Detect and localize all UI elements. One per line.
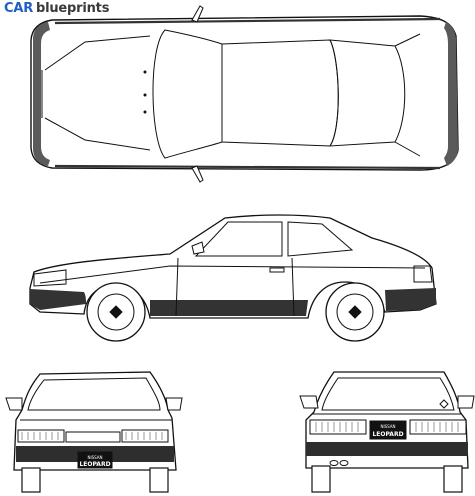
side-view	[29, 214, 437, 342]
rear-tyre-left	[311, 465, 331, 493]
side-lower-band-mid	[150, 300, 308, 316]
side-beltline	[39, 265, 426, 284]
front-grille-hatch	[21, 432, 163, 440]
front-body-outline	[13, 371, 177, 471]
top-hood-dot-3	[143, 110, 147, 114]
front-view: NISSAN LEOPARD	[5, 371, 183, 493]
rear-exhaust-2	[339, 460, 349, 466]
front-plate-line2: LEOPARD	[79, 461, 110, 468]
front-headlight-left	[17, 429, 65, 443]
rear-tyre-right	[443, 465, 463, 493]
side-lower-band	[30, 289, 86, 310]
rear-window	[321, 377, 455, 411]
front-mirror-left	[5, 397, 23, 411]
rear-emblem	[439, 399, 449, 409]
side-front-wheel-rim	[97, 293, 135, 331]
side-door-front-edge	[175, 257, 179, 317]
top-mirror-lower	[191, 165, 204, 183]
top-body-outline	[30, 15, 459, 171]
front-grille	[65, 431, 121, 443]
top-view	[30, 5, 459, 183]
side-mirror	[191, 241, 205, 255]
top-side-line-lower	[54, 164, 441, 170]
front-license-plate	[77, 451, 113, 469]
front-plate-line1: NISSAN	[87, 455, 102, 460]
top-front-bumper	[33, 22, 50, 166]
rear-license-plate	[369, 420, 407, 440]
side-door-handle	[269, 267, 285, 273]
rear-exhaust-1	[329, 460, 339, 466]
side-taillight	[413, 265, 433, 283]
top-hood-dot-2	[143, 93, 147, 97]
front-tyre-left	[21, 467, 41, 493]
side-window-rear	[287, 221, 354, 257]
side-rear-wheel-rim	[336, 293, 374, 331]
side-rear-wheel-hub	[348, 305, 362, 319]
front-tyre-right	[149, 467, 169, 493]
side-front-wheel-hub	[109, 305, 123, 319]
rear-taillight-left	[309, 419, 367, 435]
top-hood-dot-1	[143, 70, 147, 74]
side-lower-band-rear	[385, 288, 436, 311]
side-window-front	[194, 221, 283, 257]
rear-view: NISSAN LEOPARD	[299, 371, 475, 493]
rear-plate-line1: NISSAN	[380, 424, 395, 429]
side-headlight	[33, 269, 67, 287]
top-mirror-upper	[191, 5, 204, 23]
rear-plate-line2: LEOPARD	[372, 431, 403, 438]
front-headlight-right	[121, 429, 169, 443]
side-door-rear-edge	[291, 257, 295, 317]
rear-mirror-right	[457, 395, 475, 409]
rear-bumper	[306, 442, 468, 456]
rear-mirror-left	[299, 395, 319, 409]
top-hood-line-upper	[44, 35, 151, 71]
front-mirror-right	[165, 397, 183, 411]
top-hood-line-lower	[44, 117, 151, 151]
rear-taillight-hatch	[315, 422, 459, 432]
top-windshield	[152, 29, 223, 159]
logo-blueprints-text: blueprints	[36, 1, 110, 16]
top-rear-bumper	[444, 22, 458, 166]
top-trunk-line	[394, 33, 421, 157]
front-windshield	[27, 377, 161, 411]
logo-car-text: CAR	[4, 1, 34, 16]
top-side-line-upper	[54, 17, 441, 25]
rear-taillight-right	[409, 419, 467, 435]
